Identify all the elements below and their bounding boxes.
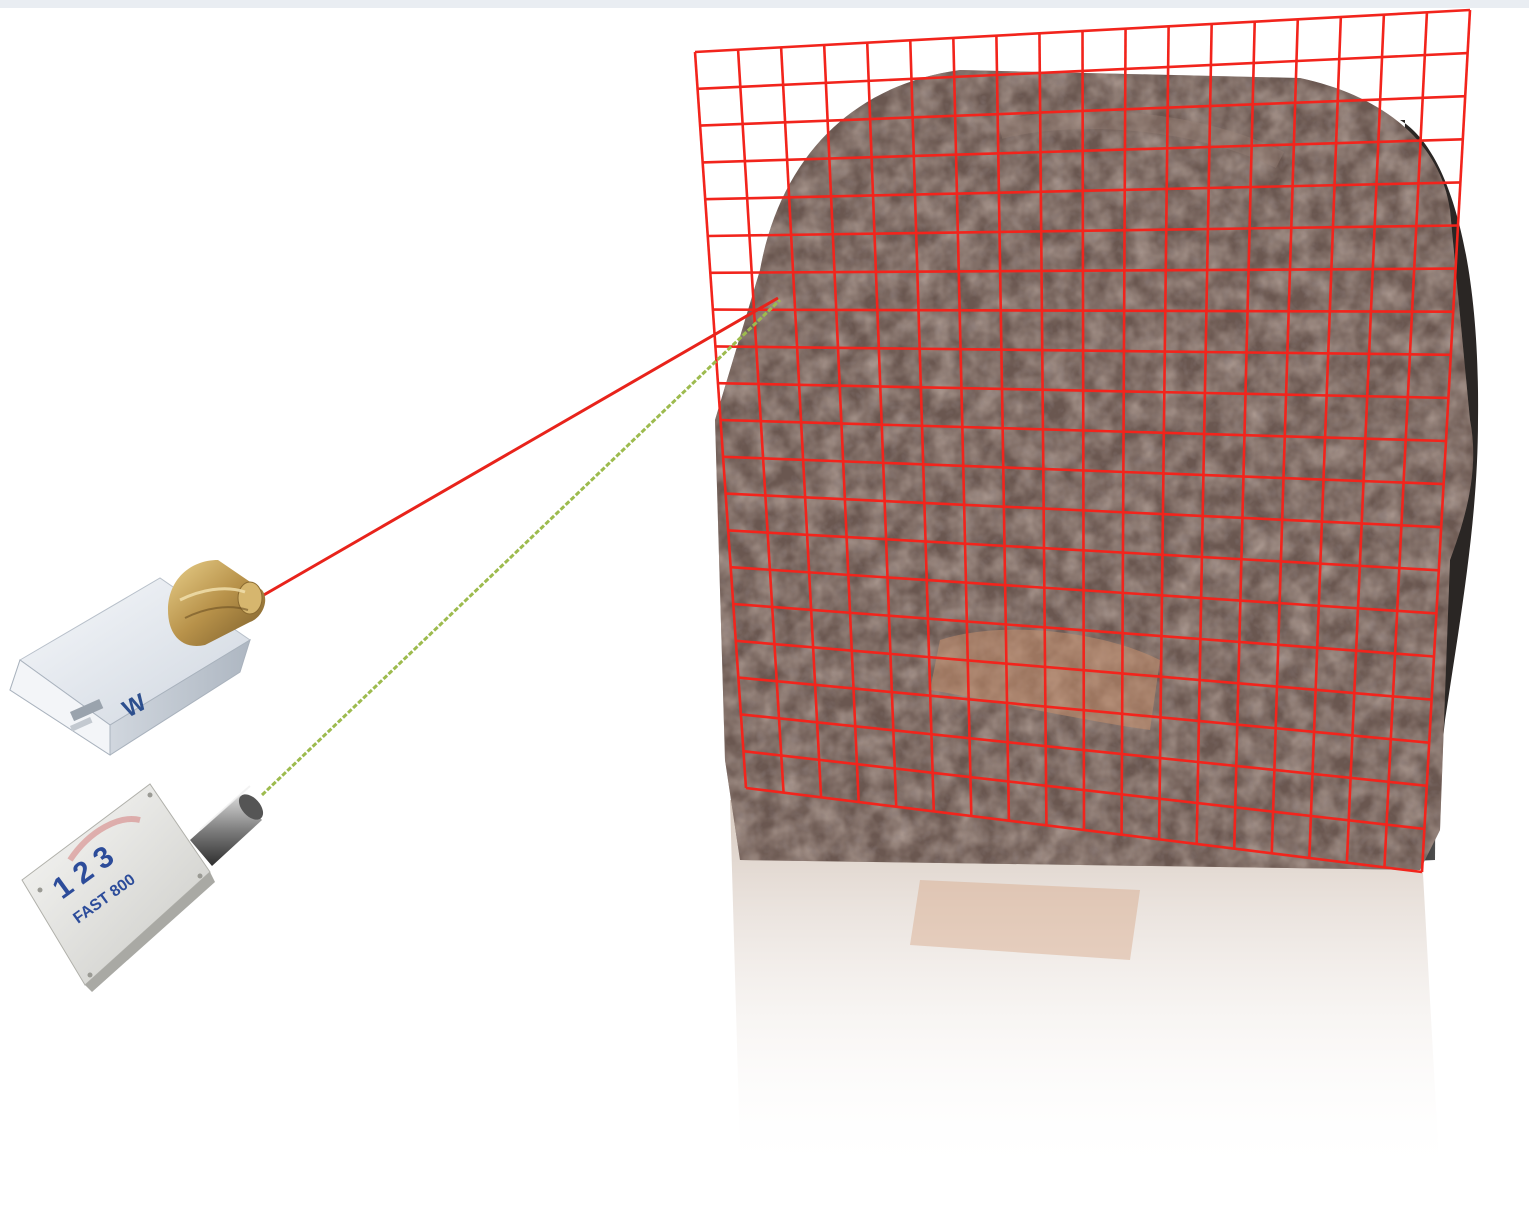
laser-lens [168,560,265,646]
camera-lens-barrel [190,786,268,866]
camera-icon: 1 2 3 FAST 800 [22,784,268,992]
laser-scanner-icon: W [10,560,265,755]
laser-beams [262,298,780,795]
red-laser-beam [262,298,778,596]
top-strip [0,0,1529,8]
green-laser-beam [262,300,780,795]
